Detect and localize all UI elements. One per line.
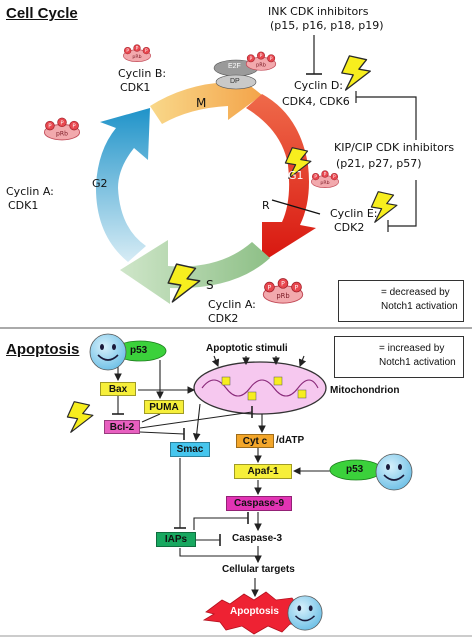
cyclin-b-label: Cyclin B: <box>118 67 167 80</box>
cyclin-a-left-label: Cyclin A: <box>6 185 54 198</box>
kip-inhibitors-members: (p21, p27, p57) <box>336 157 422 170</box>
cyclin-d-label: Cyclin D: <box>294 79 343 92</box>
bcl2-box: Bcl-2 <box>104 420 140 434</box>
cyclin-a-bottom-cdk: CDK2 <box>208 312 239 325</box>
p53-label-top: p53 <box>130 345 148 356</box>
phase-g2-label: G2 <box>92 177 108 190</box>
datp-label: /dATP <box>276 435 305 446</box>
mitochondrion-icon <box>193 361 327 415</box>
cyclin-d-cdk: CDK4, CDK6 <box>282 95 350 108</box>
lightning-bolt-icon <box>341 55 371 91</box>
cyclin-e-label: Cyclin E: <box>330 207 378 220</box>
kip-inhibitors-label: KIP/CIP CDK inhibitors <box>334 141 455 154</box>
mitochondrion-label: Mitochondrion <box>330 385 400 396</box>
lightning-bolt-icon <box>66 401 94 433</box>
cyclin-b-cdk: CDK1 <box>120 81 151 94</box>
cell-cycle-title: Cell Cycle <box>6 5 78 22</box>
smiley-face-icon <box>89 333 127 371</box>
cytc-box: Cyt c <box>236 434 274 448</box>
legend-increased-line1: = increased by <box>379 343 445 354</box>
apaf1-box: Apaf-1 <box>234 464 292 479</box>
legend-increased: = increased by Notch1 activation <box>334 336 464 378</box>
p53-label-right: p53 <box>346 464 364 475</box>
smiley-face-icon <box>375 453 413 491</box>
prb-icon-left <box>43 117 81 141</box>
cell-cycle-ring <box>95 68 321 304</box>
puma-box: PUMA <box>144 400 184 414</box>
iaps-box: IAPs <box>156 532 196 547</box>
cyclin-a-left-cdk: CDK1 <box>8 199 39 212</box>
phase-g1-label: G1 <box>288 169 304 182</box>
ink-inhibitors-label: INK CDK inhibitors <box>268 5 369 18</box>
phase-g2-arrow <box>95 108 150 262</box>
e2f-dp-complex <box>213 51 277 90</box>
smac-box: Smac <box>170 442 210 457</box>
e2f-label: E2F <box>228 63 241 70</box>
phase-g1-arrow <box>246 94 316 262</box>
ink-inhibitors-members: (p15, p16, p18, p19) <box>270 19 384 32</box>
legend-decreased-line1: = decreased by <box>381 287 450 298</box>
phase-s-label: S <box>206 278 214 292</box>
legend-decreased: = decreased by Notch1 activation <box>338 280 464 322</box>
legend-increased-line2: Notch1 activation <box>379 357 456 368</box>
kip-inhibition-bracket <box>355 91 417 232</box>
restriction-point-line <box>271 199 321 215</box>
caspase9-box: Caspase-9 <box>226 496 292 511</box>
cyclin-a-bottom-label: Cyclin A: <box>208 298 256 311</box>
smiley-face-icon <box>287 595 323 631</box>
apoptosis-title: Apoptosis <box>6 341 80 358</box>
phase-s-arrow <box>120 240 270 304</box>
apoptotic-stimuli-label: Apoptotic stimuli <box>206 343 288 354</box>
dp-label: DP <box>230 78 240 85</box>
apoptosis-burst-label: Apoptosis <box>230 606 279 617</box>
cyclin-e-cdk: CDK2 <box>334 221 365 234</box>
caspase3-label: Caspase-3 <box>232 533 283 544</box>
prb-icon-bottom <box>262 277 304 304</box>
legend-decreased-line2: Notch1 activation <box>381 301 458 312</box>
prb-icon-g1 <box>310 170 340 189</box>
prb-icon-cyclin-b <box>122 44 152 63</box>
phase-m-label: M <box>196 96 207 110</box>
restriction-point-label: R <box>262 199 270 212</box>
cellular-targets-label: Cellular targets <box>222 564 295 575</box>
bax-box: Bax <box>100 382 136 396</box>
